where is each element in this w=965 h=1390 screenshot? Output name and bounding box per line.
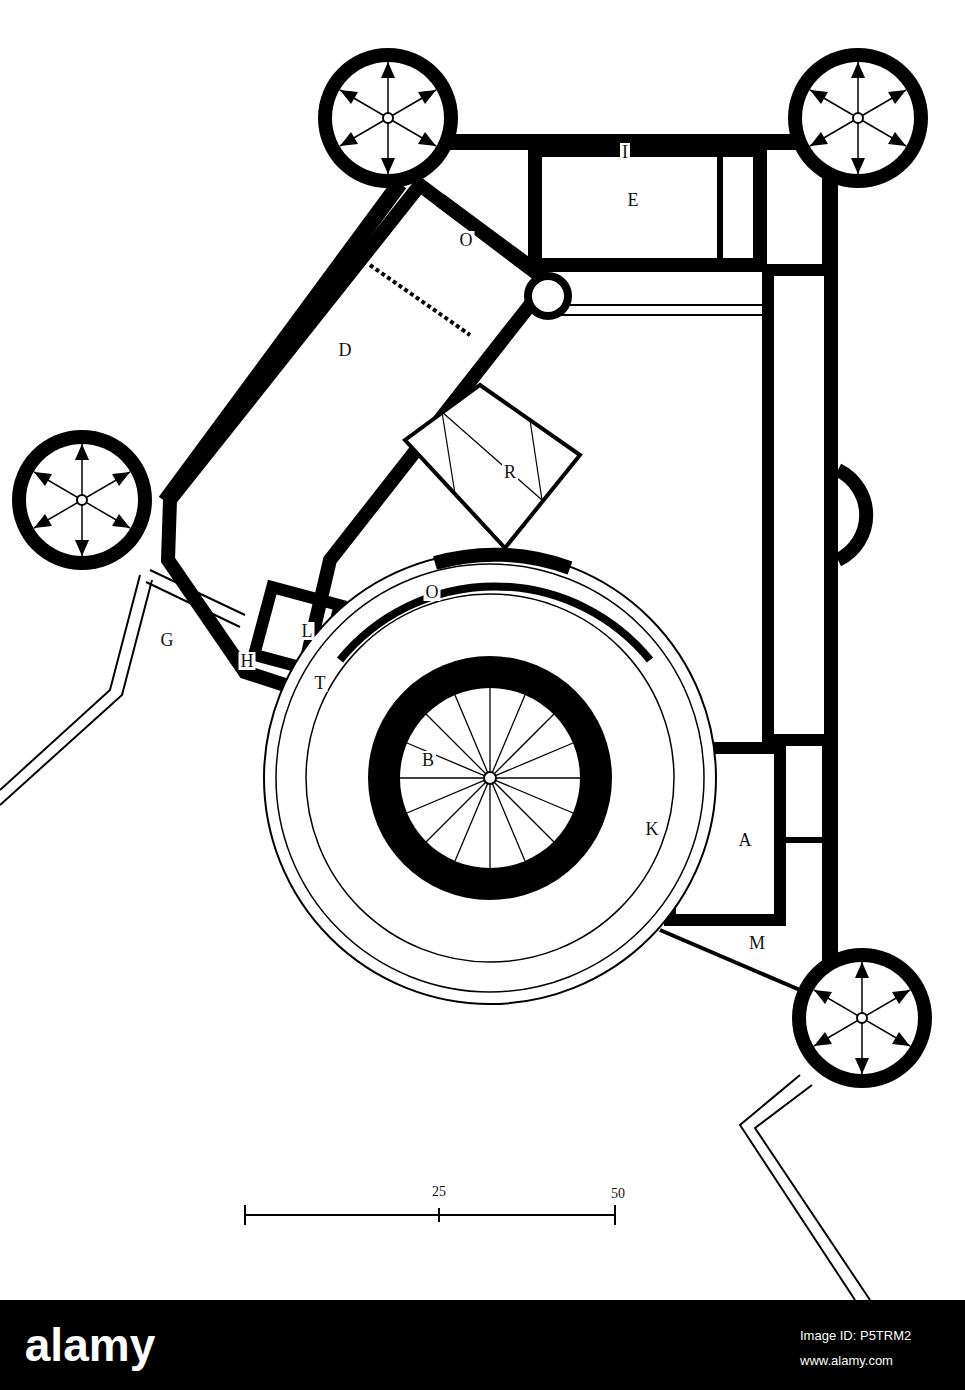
scale-number: 25 xyxy=(432,1185,446,1199)
plan-letter: A xyxy=(737,831,754,849)
watermark-id: Image ID: P5TRM2 xyxy=(800,1329,911,1342)
plan-letter: D xyxy=(337,341,354,359)
plan-letter: K xyxy=(644,820,661,838)
plan-letter: O xyxy=(458,231,475,249)
watermark-logo: alamy xyxy=(25,1322,155,1368)
watermark-url: www.alamy.com xyxy=(800,1354,893,1367)
plan-letter: O xyxy=(424,583,441,601)
plan-letter: H xyxy=(239,652,256,670)
plan-letter: M xyxy=(747,934,767,952)
plan-letter: B xyxy=(420,751,436,769)
plan-letter: T xyxy=(313,674,328,692)
plan-letter: R xyxy=(502,463,518,481)
plan-letter: I xyxy=(620,143,630,161)
plan-letter: E xyxy=(626,191,641,209)
scale-number: 50 xyxy=(611,1187,625,1201)
plan-letter: L xyxy=(300,622,315,640)
plan-letter: G xyxy=(159,631,176,649)
